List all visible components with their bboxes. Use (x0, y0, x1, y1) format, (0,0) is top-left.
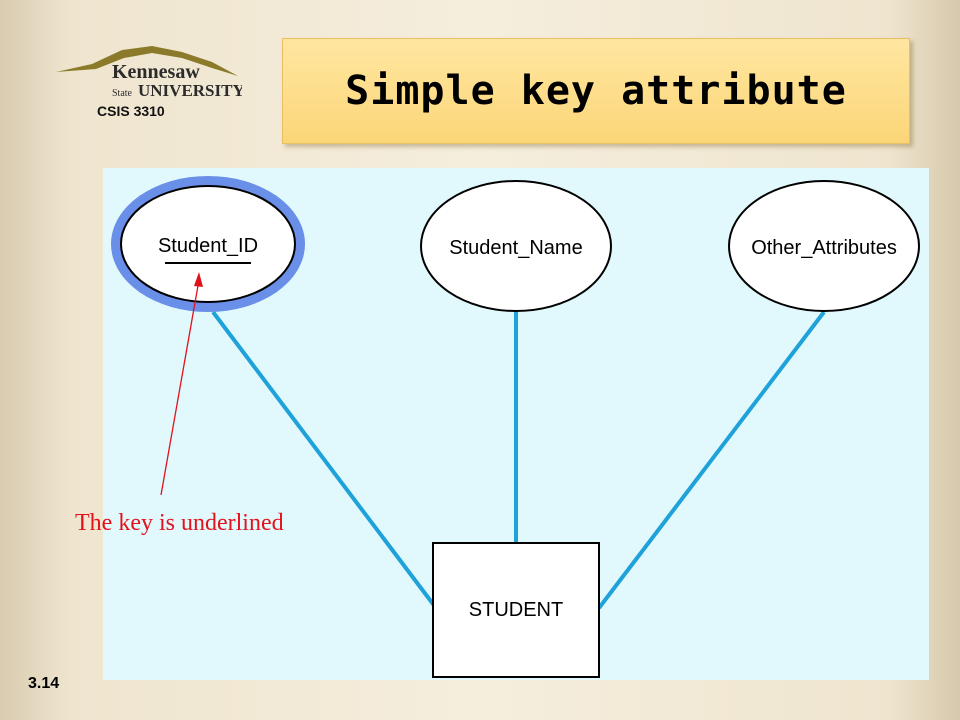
attribute-ellipse-student-name (420, 180, 612, 312)
annotation-arrowhead-icon (194, 272, 203, 287)
connector-student-id (211, 310, 438, 610)
connectors (211, 310, 826, 610)
entity-box-student (432, 542, 600, 678)
attribute-label-student-id: Student_ID (158, 235, 258, 257)
slide-title: Simple key attribute (345, 68, 847, 114)
logo-mountain-icon (56, 46, 238, 76)
attribute-ellipse-other-attributes (728, 180, 920, 312)
annotation-text: The key is underlined (75, 510, 284, 536)
attribute-label-student-name: Student_Name (449, 237, 582, 259)
kennesaw-state-logo: Kennesaw State UNIVERSITY (56, 46, 242, 100)
title-banner: Simple key attribute (282, 38, 910, 144)
attribute-label-other-attributes: Other_Attributes (751, 237, 897, 259)
logo-word-state: State (112, 88, 133, 99)
attribute-ellipse-student-id (120, 185, 296, 303)
connector-other-attributes (597, 310, 826, 610)
slide-number: 3.14 (28, 675, 60, 692)
annotation-arrow-line (160, 279, 200, 496)
logo-word-university: UNIVERSITY (138, 81, 242, 100)
logo-word-kennesaw: Kennesaw (112, 61, 200, 83)
entity-label-student: STUDENT (469, 599, 563, 621)
course-code: CSIS 3310 (97, 103, 165, 119)
